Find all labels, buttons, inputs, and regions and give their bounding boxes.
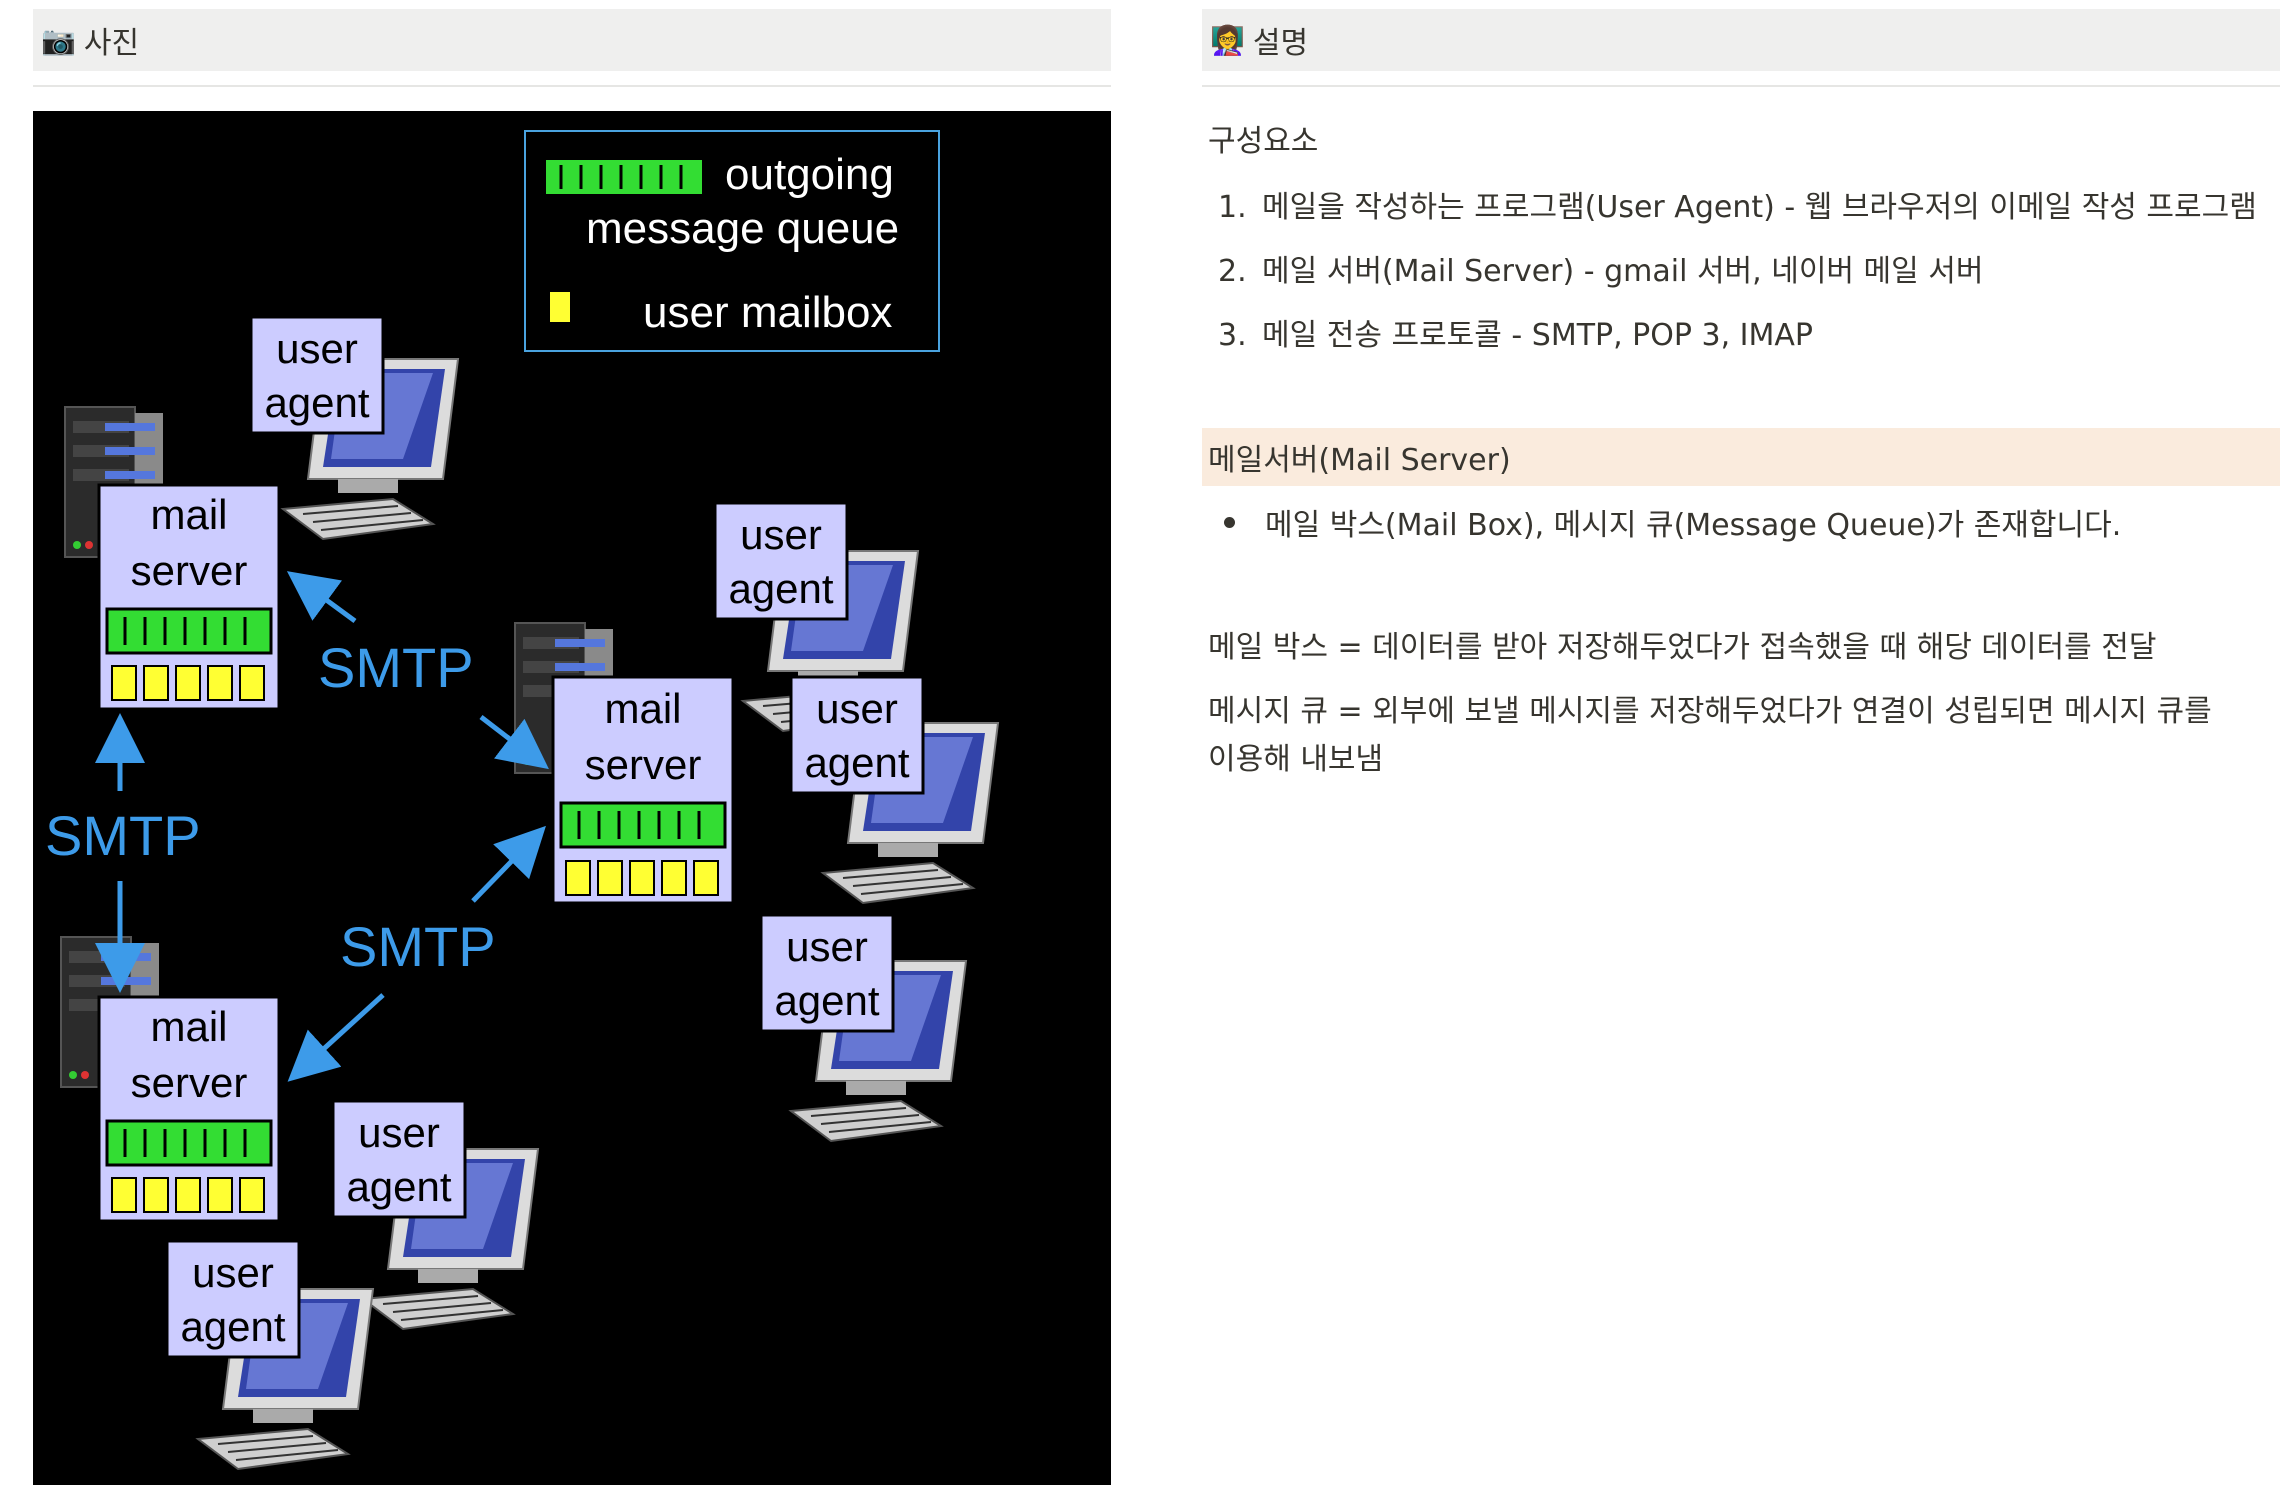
right-divider (1202, 85, 2280, 87)
svg-text:agent: agent (346, 1163, 451, 1210)
legend-mailbox-label: user mailbox (643, 288, 892, 337)
message-queue (105, 1119, 273, 1167)
user-agent-label: user agent (165, 1239, 301, 1359)
legend-mailbox-swatch (550, 292, 570, 322)
user-agent-label: user agent (249, 315, 385, 435)
list-item: 2.메일 서버(Mail Server) - gmail 서버, 네이버 메일 … (1218, 254, 1984, 289)
mail-server-top-left: mail server (97, 483, 281, 711)
svg-text:user: user (816, 685, 898, 732)
mail-server-bottom-left: mail server (97, 995, 281, 1223)
list-item: 1.메일을 작성하는 프로그램(User Agent) - 웹 브라우저의 이메… (1218, 190, 2257, 225)
svg-text:server: server (585, 741, 702, 788)
mailbox-paragraph: 메일 박스 = 데이터를 받아 저장해두었다가 접속했을 때 해당 데이터를 전… (1208, 630, 2157, 665)
user-agent-label: user agent (759, 913, 895, 1033)
teacher-icon: 👩‍🏫 (1210, 23, 1245, 57)
smtp-label: SMTP (340, 915, 496, 978)
photo-column-header: 📷 사진 (33, 9, 1111, 71)
email-architecture-diagram: outgoing message queue user mailbox mail… (33, 111, 1111, 1485)
svg-text:user: user (192, 1249, 274, 1296)
svg-text:agent: agent (264, 379, 369, 426)
smtp-label: SMTP (318, 636, 474, 699)
message-queue (105, 607, 273, 655)
user-agent-label: user agent (713, 501, 849, 621)
smtp-label: SMTP (45, 804, 201, 867)
description-column-header: 👩‍🏫 설명 (1202, 9, 2280, 71)
svg-text:user: user (358, 1109, 440, 1156)
svg-text:user: user (740, 511, 822, 558)
message-queue (559, 801, 727, 849)
svg-text:agent: agent (804, 739, 909, 786)
svg-text:mail: mail (150, 1003, 227, 1050)
list-item: 3.메일 전송 프로토콜 - SMTP, POP 3, IMAP (1218, 318, 1814, 353)
user-mailboxes (111, 1177, 265, 1213)
components-heading: 구성요소 (1208, 124, 1319, 159)
description-column-title: 설명 (1252, 26, 1309, 61)
mail-server-callout: 메일서버(Mail Server) (1202, 428, 2280, 486)
left-divider (33, 85, 1111, 87)
smtp-arrows (95, 571, 549, 1082)
user-mailboxes (111, 665, 265, 701)
svg-text:user: user (786, 923, 868, 970)
svg-text:agent: agent (774, 977, 879, 1024)
bulleted-item: 메일 박스(Mail Box), 메시지 큐(Message Queue)가 존… (1224, 500, 2121, 544)
svg-text:agent: agent (728, 565, 833, 612)
legend-queue-label-1: outgoing (725, 150, 894, 199)
svg-text:mail: mail (604, 685, 681, 732)
user-agent-label: user agent (789, 675, 925, 795)
svg-text:server: server (131, 547, 248, 594)
svg-text:user: user (276, 325, 358, 372)
legend-queue-label-2: message queue (586, 204, 899, 253)
diagram-legend: outgoing message queue user mailbox (524, 130, 940, 352)
callout-title: 메일서버(Mail Server) (1208, 443, 1511, 478)
user-agent-label: user agent (331, 1099, 467, 1219)
svg-text:agent: agent (180, 1303, 285, 1350)
bullet-dot-icon (1224, 516, 1235, 528)
message-queue-paragraph: 메시지 큐 = 외부에 보낼 메시지를 저장해두었다가 연결이 성립되면 메시지… (1208, 694, 2212, 777)
svg-text:server: server (131, 1059, 248, 1106)
photo-column-title: 사진 (83, 26, 140, 61)
mail-server-center: mail server (551, 675, 735, 905)
camera-icon: 📷 (41, 23, 76, 57)
svg-text:mail: mail (150, 491, 227, 538)
user-mailboxes (565, 860, 719, 896)
